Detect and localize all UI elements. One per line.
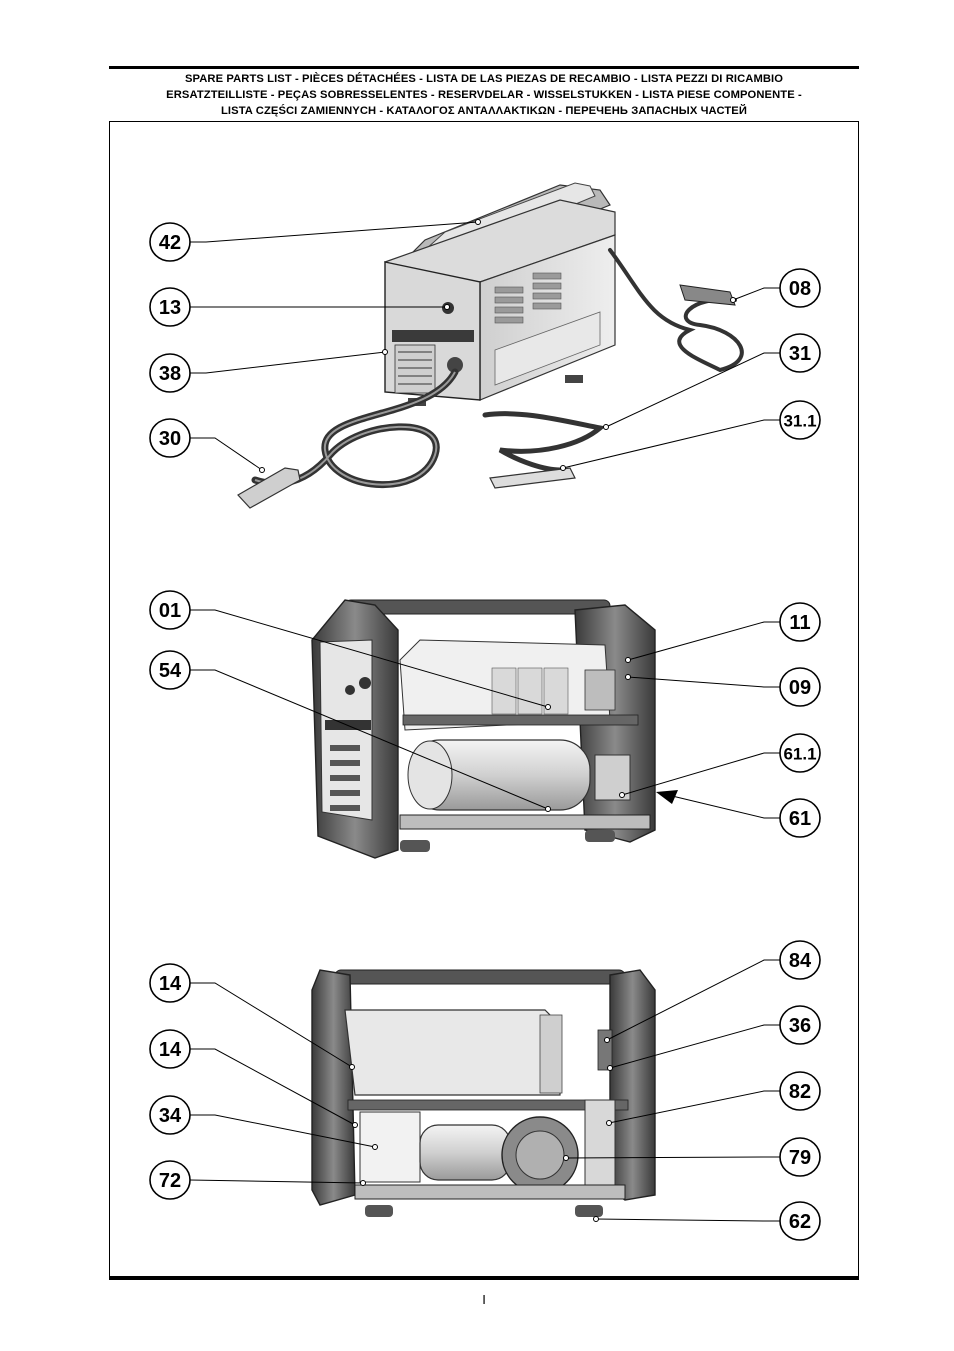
- callout-36: 36: [789, 1015, 811, 1037]
- callout-54: 54: [159, 660, 182, 682]
- callout-14-lower: 14: [159, 1039, 182, 1061]
- callout-01: 01: [159, 600, 181, 622]
- callout-79: 79: [789, 1147, 811, 1169]
- top-rule: [109, 66, 859, 69]
- machine-side-internal-illustration: [311, 599, 656, 859]
- callout-34: 34: [159, 1105, 182, 1127]
- callout-30: 30: [159, 428, 181, 450]
- callout-31-1: 31.1: [783, 412, 816, 431]
- header-line-3: LISTA CZĘŚCI ZAMIENNYCH - ΚΑΤΑΛΟΓΟΣ ΑΝΤΑ…: [220, 105, 747, 117]
- callout-14-upper: 14: [159, 973, 182, 995]
- callout-13: 13: [159, 297, 181, 319]
- machine-rear-internal-illustration: [311, 969, 656, 1217]
- callout-31: 31: [789, 343, 811, 365]
- header-line-1: SPARE PARTS LIST - PIÈCES DÉTACHÉES - LI…: [184, 73, 784, 85]
- machine-assembled-illustration: [237, 182, 744, 509]
- callout-84: 84: [789, 950, 812, 972]
- header-line-2: ERSATZTEILLISTE - PEÇAS SOBRESSELENTES -…: [166, 89, 802, 101]
- callout-62: 62: [789, 1211, 811, 1233]
- figure-frame: [109, 121, 859, 1277]
- arrow-61-icon: [656, 790, 678, 804]
- page-header: SPARE PARTS LIST - PIÈCES DÉTACHÉES - LI…: [109, 71, 859, 119]
- callout-61-1: 61.1: [783, 745, 816, 764]
- callout-08: 08: [789, 278, 811, 300]
- callout-38: 38: [159, 363, 181, 385]
- callout-82: 82: [789, 1081, 811, 1103]
- callout-42: 42: [159, 232, 181, 254]
- callout-11: 11: [789, 612, 810, 634]
- callout-09: 09: [789, 677, 811, 699]
- callout-72: 72: [159, 1170, 181, 1192]
- bottom-rule: [109, 1277, 859, 1280]
- page-number: I: [482, 1292, 486, 1307]
- callout-61: 61: [789, 808, 811, 830]
